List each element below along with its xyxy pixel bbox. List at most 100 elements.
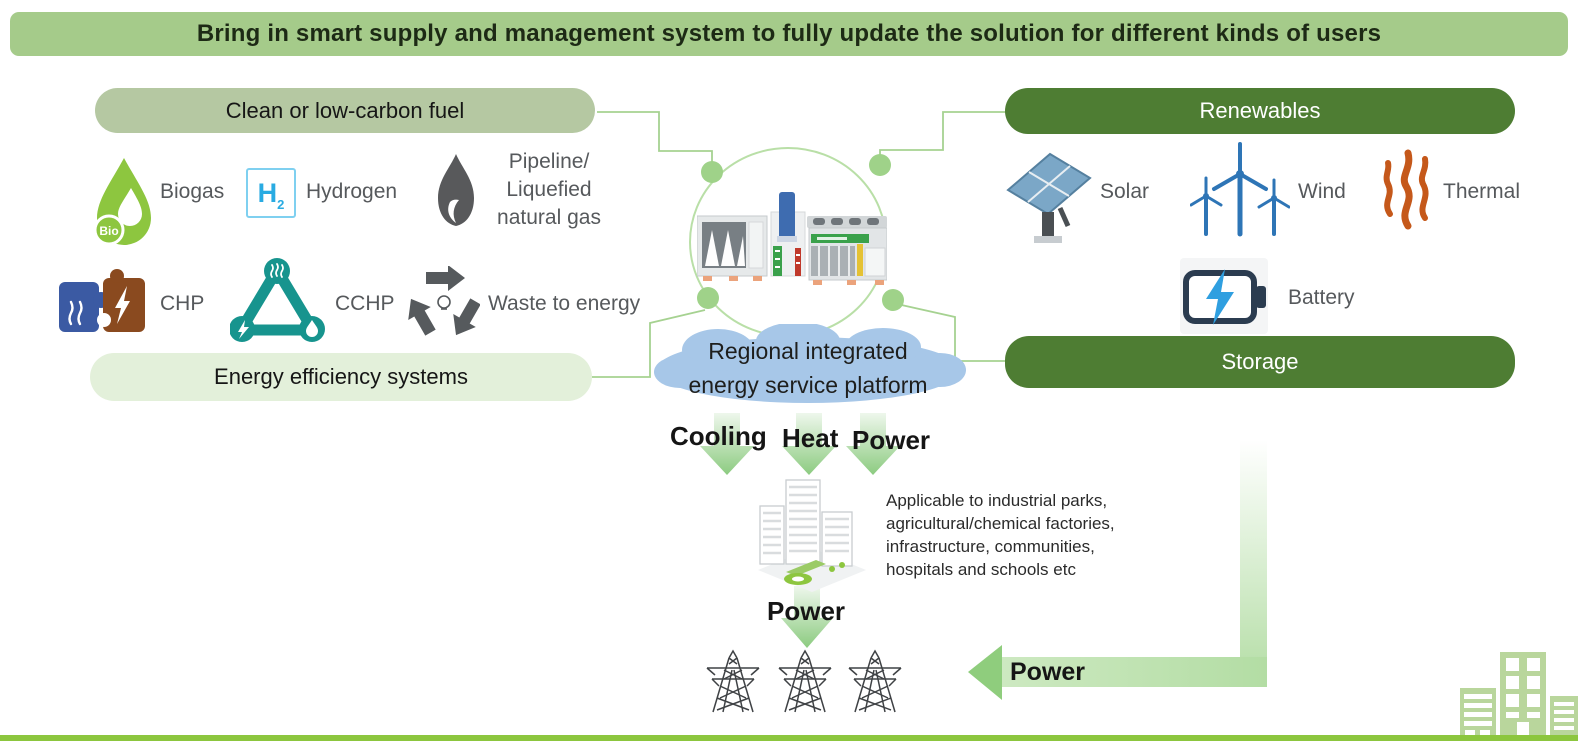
cchp-steam <box>275 263 279 277</box>
turbine-hub <box>1271 195 1277 201</box>
biogas-inner-drop <box>118 188 142 226</box>
clean-fuel-header-pill: Clean or low-carbon fuel <box>95 88 595 133</box>
city-buildings-illustration <box>758 479 866 592</box>
recycle-arrow <box>453 298 480 336</box>
hub-node-top-left <box>701 161 723 183</box>
lid-vent <box>813 218 825 225</box>
brand-text-dash <box>817 237 847 240</box>
cchp-icon <box>230 258 325 342</box>
thermal-icon <box>1383 149 1429 230</box>
output-arrows <box>700 413 900 475</box>
solar-label: Solar <box>1100 180 1150 203</box>
panel-grid <box>1027 165 1071 203</box>
bulb-glyph <box>437 295 451 309</box>
biogas-label: Biogas <box>160 180 225 203</box>
clean-fuel-header-label: Clean or low-carbon fuel <box>225 97 465 123</box>
turbine-hub <box>1203 193 1209 199</box>
right-cabinet-lid <box>807 216 887 228</box>
connector-fuel-to-hub <box>597 111 713 163</box>
solar-base <box>1034 236 1062 243</box>
hub-node-bottom-right <box>882 289 904 311</box>
wind-icon <box>1190 142 1290 237</box>
solar-icon <box>1006 152 1092 243</box>
yellow-pipe <box>857 244 863 276</box>
battery-bolt <box>1206 269 1234 325</box>
cchp-label: CCHP <box>335 292 395 315</box>
foot <box>813 280 822 285</box>
cchp-steam <box>280 264 284 278</box>
lawn-ring <box>792 576 804 582</box>
lid-vent <box>849 218 861 225</box>
foot <box>875 280 884 285</box>
flame-wave <box>1400 149 1413 230</box>
strip-tick <box>775 258 780 260</box>
power-arrow <box>846 413 900 475</box>
solar-post <box>1042 212 1054 238</box>
control-door <box>864 247 886 277</box>
recycle-arrow <box>408 298 436 336</box>
foot <box>847 280 856 285</box>
description-line: hospitals and schools etc <box>886 560 1076 579</box>
platform-label-line1: Regional integrated <box>708 338 908 364</box>
transmission-tower-icon <box>778 650 832 713</box>
cloud-bump <box>682 329 754 371</box>
grille-slat <box>848 246 850 276</box>
vent-triangle <box>737 236 745 266</box>
storage-header-label: Storage <box>1221 349 1299 374</box>
hydrogen-icon: H 2 <box>246 168 296 218</box>
cchp-steam <box>270 264 274 278</box>
hydrogen-symbol-sub: 2 <box>277 197 285 212</box>
cooling-flow-label: Cooling <box>670 421 767 451</box>
right-building-windows <box>825 517 849 553</box>
strip-tick <box>775 266 780 268</box>
connector-storage-to-hub <box>896 303 1007 362</box>
arrow-horizontal-bar <box>1002 657 1267 687</box>
energy-plant-illustration <box>697 192 887 285</box>
renewables-header-label: Renewables <box>1199 98 1321 123</box>
green-strip <box>773 246 782 276</box>
cchp-droplet <box>306 320 318 337</box>
wind-turbines <box>1190 142 1290 237</box>
recycle-arrow <box>426 266 465 291</box>
transmission-tower-icon <box>706 650 760 713</box>
battery-label: Battery <box>1288 286 1355 309</box>
right-building <box>821 511 853 567</box>
lng-label: Pipeline/ Liquefied natural gas <box>497 150 601 229</box>
title-banner: Bring in smart supply and management sys… <box>10 12 1568 56</box>
storage-power-arrow <box>968 440 1267 700</box>
heat-flow-label: Heat <box>782 423 839 453</box>
waste-to-energy-recycle-icon <box>408 266 480 336</box>
strip-tick <box>775 250 780 252</box>
solar-arm <box>1057 206 1071 228</box>
platform-label-line2: energy service platform <box>688 372 928 398</box>
strip-tick <box>796 254 800 256</box>
vent-triangle <box>705 230 719 266</box>
storage-power-label: Power <box>1010 658 1086 686</box>
heat-arrow <box>782 413 836 475</box>
recycle-arrows <box>408 266 480 336</box>
left-building-windows <box>763 511 781 555</box>
hub-node-bottom-left <box>697 287 719 309</box>
foot <box>729 276 738 281</box>
cchp-bolt <box>238 320 249 339</box>
turbine-blade <box>1238 172 1268 191</box>
arrow-head-left <box>968 645 1002 700</box>
battery-terminal <box>1256 286 1266 308</box>
tall-building-windows <box>789 485 817 553</box>
platform-cloud <box>654 324 966 403</box>
battery-icon <box>1183 269 1266 325</box>
green-buildings-illustration <box>1460 652 1578 738</box>
grid-power-label: Power <box>767 596 846 626</box>
grid-arrow-shape <box>781 586 833 648</box>
tree-dot <box>839 562 845 568</box>
grille-slat <box>818 246 820 276</box>
bottom-accent-line <box>0 735 1578 741</box>
flame-wave <box>1383 160 1393 217</box>
thermal-flames <box>1383 149 1429 230</box>
renewables-header-pill: Renewables <box>1005 88 1515 134</box>
column-collar <box>777 236 797 242</box>
cloud-bump <box>845 328 921 366</box>
lid-vent <box>831 218 843 225</box>
grille-slat <box>828 246 830 276</box>
